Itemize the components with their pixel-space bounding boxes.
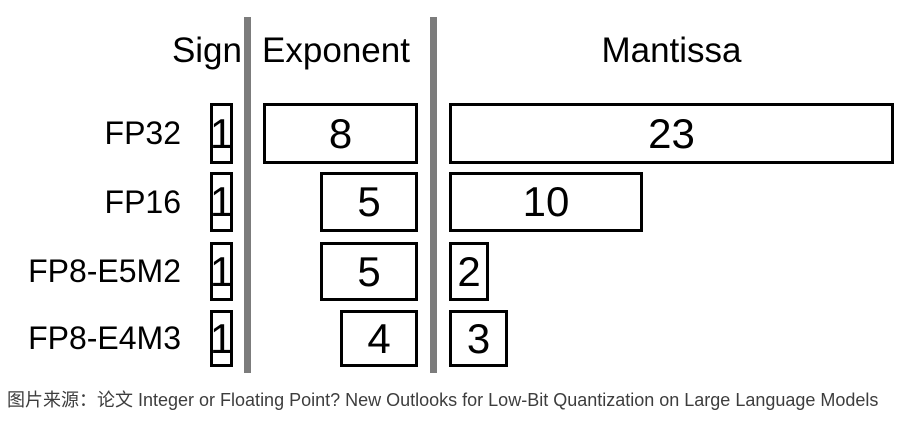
format-label-fp8-e5m2: FP8-E5M2 <box>28 253 181 289</box>
format-label-fp16: FP16 <box>104 183 181 220</box>
fp8-e5m2-mantissa-bits-box: 2 <box>449 242 489 301</box>
column-header-mantissa: Mantissa <box>601 31 742 70</box>
column-header-sign: Sign <box>171 31 242 70</box>
fp8-e4m3-exponent-bits-box: 4 <box>340 310 418 367</box>
format-label-fp8-e4m3: FP8-E4M3 <box>28 320 181 356</box>
fp32-mantissa-bits-box: 23 <box>449 103 894 164</box>
fp32-exponent-bits-box: 8 <box>263 103 418 164</box>
fp16-mantissa-bits-box: 10 <box>449 172 643 232</box>
fp32-sign-bits-box: 1 <box>210 103 233 164</box>
sign-exponent-divider <box>244 17 251 373</box>
image-source-caption: 图片来源：论文 Integer or Floating Point? New O… <box>7 390 879 410</box>
fp16-sign-bits-box: 1 <box>210 172 233 232</box>
exponent-mantissa-divider <box>430 17 437 373</box>
fp8-e5m2-sign-bits-box: 1 <box>210 242 233 301</box>
fp16-exponent-bits-box: 5 <box>320 172 418 232</box>
fp8-e4m3-sign-bits-box: 1 <box>210 310 233 367</box>
format-label-fp32: FP32 <box>104 115 181 151</box>
fp8-e4m3-mantissa-bits-box: 3 <box>449 310 508 367</box>
column-header-exponent: Exponent <box>262 31 410 70</box>
fp8-e5m2-exponent-bits-box: 5 <box>320 242 418 301</box>
